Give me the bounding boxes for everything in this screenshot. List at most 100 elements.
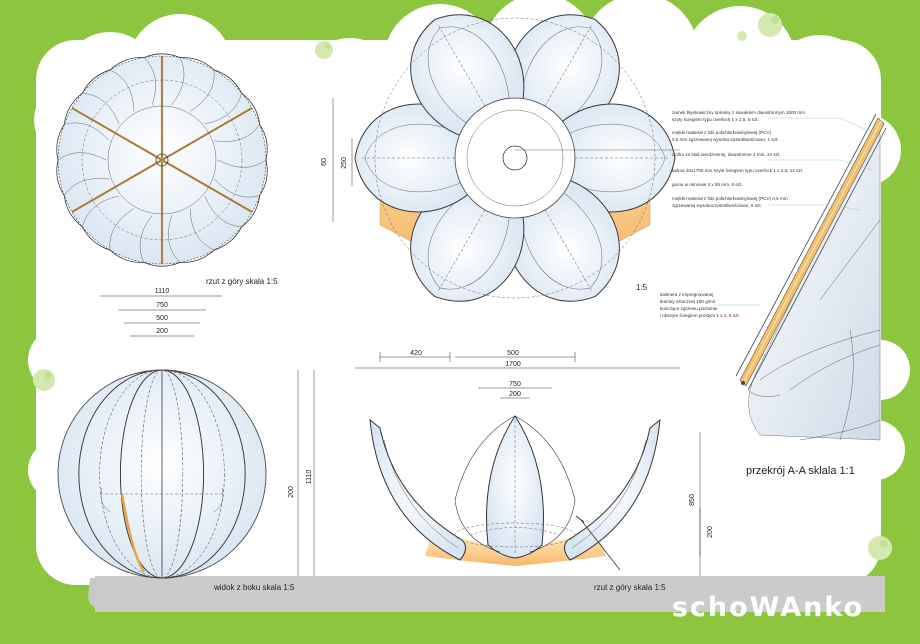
dim-200-top: 200 <box>156 328 168 335</box>
elevation-petal <box>369 418 466 561</box>
petal-seam <box>559 124 666 159</box>
dim-420-plan: 420 <box>410 350 422 357</box>
elevation-seam <box>383 439 459 549</box>
petal-axis <box>537 23 593 120</box>
scallop <box>63 195 83 228</box>
seam <box>189 69 215 112</box>
dim-1700-plan: 1700 <box>505 361 521 368</box>
seam <box>171 57 185 105</box>
seam <box>64 178 110 196</box>
seam <box>143 57 156 105</box>
plan-view-caption: 1:5 <box>636 283 648 292</box>
elevation-petal <box>514 415 576 553</box>
note2-2: tkaniny sztucznej 190 g/m2 <box>660 299 716 304</box>
dimension-lines <box>100 98 701 576</box>
brand-logo: schoWAnko <box>672 592 864 623</box>
note-7: guma w osnowie 3 x 55 mm, 6 szt. <box>672 182 742 187</box>
elevation-petal <box>454 415 516 553</box>
scallop <box>213 226 243 251</box>
section-elevation-drawing <box>369 415 661 571</box>
view-captions: rzut z góry skala 1:5 1:5 widok z boku s… <box>206 277 855 592</box>
tape-edge <box>161 107 253 161</box>
dim-750-top: 750 <box>156 302 168 309</box>
top-view-caption: rzut z góry skala 1:5 <box>206 277 278 286</box>
scallop <box>63 92 83 125</box>
elevation-petal <box>564 418 661 561</box>
note2-4: i obszyte ściegiem prostym 1 x 4, 6 szt. <box>660 313 740 318</box>
seam <box>57 152 107 161</box>
bubble-decor <box>33 13 892 560</box>
petal-seam <box>439 206 511 290</box>
tape-edge <box>71 107 163 161</box>
scallop <box>213 69 243 94</box>
scallop <box>109 249 144 263</box>
note-6: taśma 20x1700 mm szyte ściegiem typu ove… <box>672 168 803 173</box>
scallop <box>241 195 261 228</box>
seam <box>204 195 242 228</box>
scallop <box>241 92 261 125</box>
scallop <box>259 159 268 196</box>
seam <box>214 124 260 142</box>
seam <box>109 208 135 251</box>
note-3: miękki materiał z folii polichlorkowinyl… <box>672 130 772 135</box>
scallop <box>56 124 65 161</box>
tape-edge <box>161 159 253 213</box>
seam <box>82 92 120 125</box>
tape-edge <box>71 159 163 213</box>
petal-seam <box>439 26 511 110</box>
spec-notes: zamek błyskawiczny spiralny z suwakiem d… <box>660 110 805 318</box>
tape-accent <box>120 493 146 573</box>
dim-200b-section: 200 <box>707 526 714 538</box>
scallop <box>259 124 268 161</box>
top-view-drawing <box>56 53 268 267</box>
note-4: 0,5 mm zgrzewanej wysokoczęstotliwościow… <box>672 137 778 142</box>
front-view-drawing <box>57 369 267 579</box>
plan-view-drawing <box>354 14 680 302</box>
dim-750-section: 750 <box>509 381 521 388</box>
scallop <box>81 69 111 94</box>
petal <box>554 103 676 213</box>
elevation-seam <box>571 439 647 549</box>
petal-seam <box>427 27 476 130</box>
dim-500-top: 500 <box>156 315 168 322</box>
dim-250-plan: 250 <box>341 157 348 169</box>
dim-60-plan: 60 <box>321 158 328 166</box>
note-9: zgrzewanej wysokoczęstotliwościowo, 6 sz… <box>672 203 762 208</box>
note-2: szyty ściegiem typu overlock 1 x 2,5, 6 … <box>672 117 759 122</box>
petal-axis <box>537 196 593 293</box>
note-leaders <box>714 117 879 306</box>
seam <box>168 215 181 263</box>
seam <box>109 69 135 112</box>
petal-axis <box>437 23 493 120</box>
scallop <box>109 57 144 71</box>
dim-500-plan: 500 <box>507 350 519 357</box>
scallop <box>143 53 181 58</box>
seam <box>189 208 215 251</box>
detail-section-drawing <box>735 113 887 441</box>
note-1: zamek błyskawiczny spiralny z suwakiem d… <box>672 110 805 115</box>
note-5: oczko ze stali nierdzewnej, dwustronne 4… <box>672 152 781 157</box>
meridian <box>78 369 246 579</box>
detail-caption: przekrój A-A sklala 1:1 <box>746 465 855 477</box>
front-view-caption: widok z boku skala 1:5 <box>213 583 295 592</box>
dim-850-section: 850 <box>689 494 696 506</box>
note-8: miękki materiał z folii polichlorkowinyl… <box>672 196 788 201</box>
seam <box>82 195 120 227</box>
meridian <box>57 369 267 579</box>
seam <box>214 179 260 198</box>
scallop <box>143 262 181 267</box>
scallop <box>180 57 215 71</box>
scallop <box>81 226 111 251</box>
scallop <box>56 159 65 196</box>
note2-1: kalimera z impregnowanej <box>660 292 713 297</box>
dimension-labels: 1110 750 500 200 60 250 420 500 1700 750… <box>155 157 714 538</box>
seam <box>204 93 242 125</box>
seam <box>217 159 267 168</box>
section-view-caption: rzut z góry skala 1:5 <box>594 583 666 592</box>
petal-seam <box>554 186 603 289</box>
dim-200-section: 200 <box>509 391 521 398</box>
petal-seam <box>364 157 471 192</box>
dim-1110-front: 1110 <box>306 470 313 485</box>
